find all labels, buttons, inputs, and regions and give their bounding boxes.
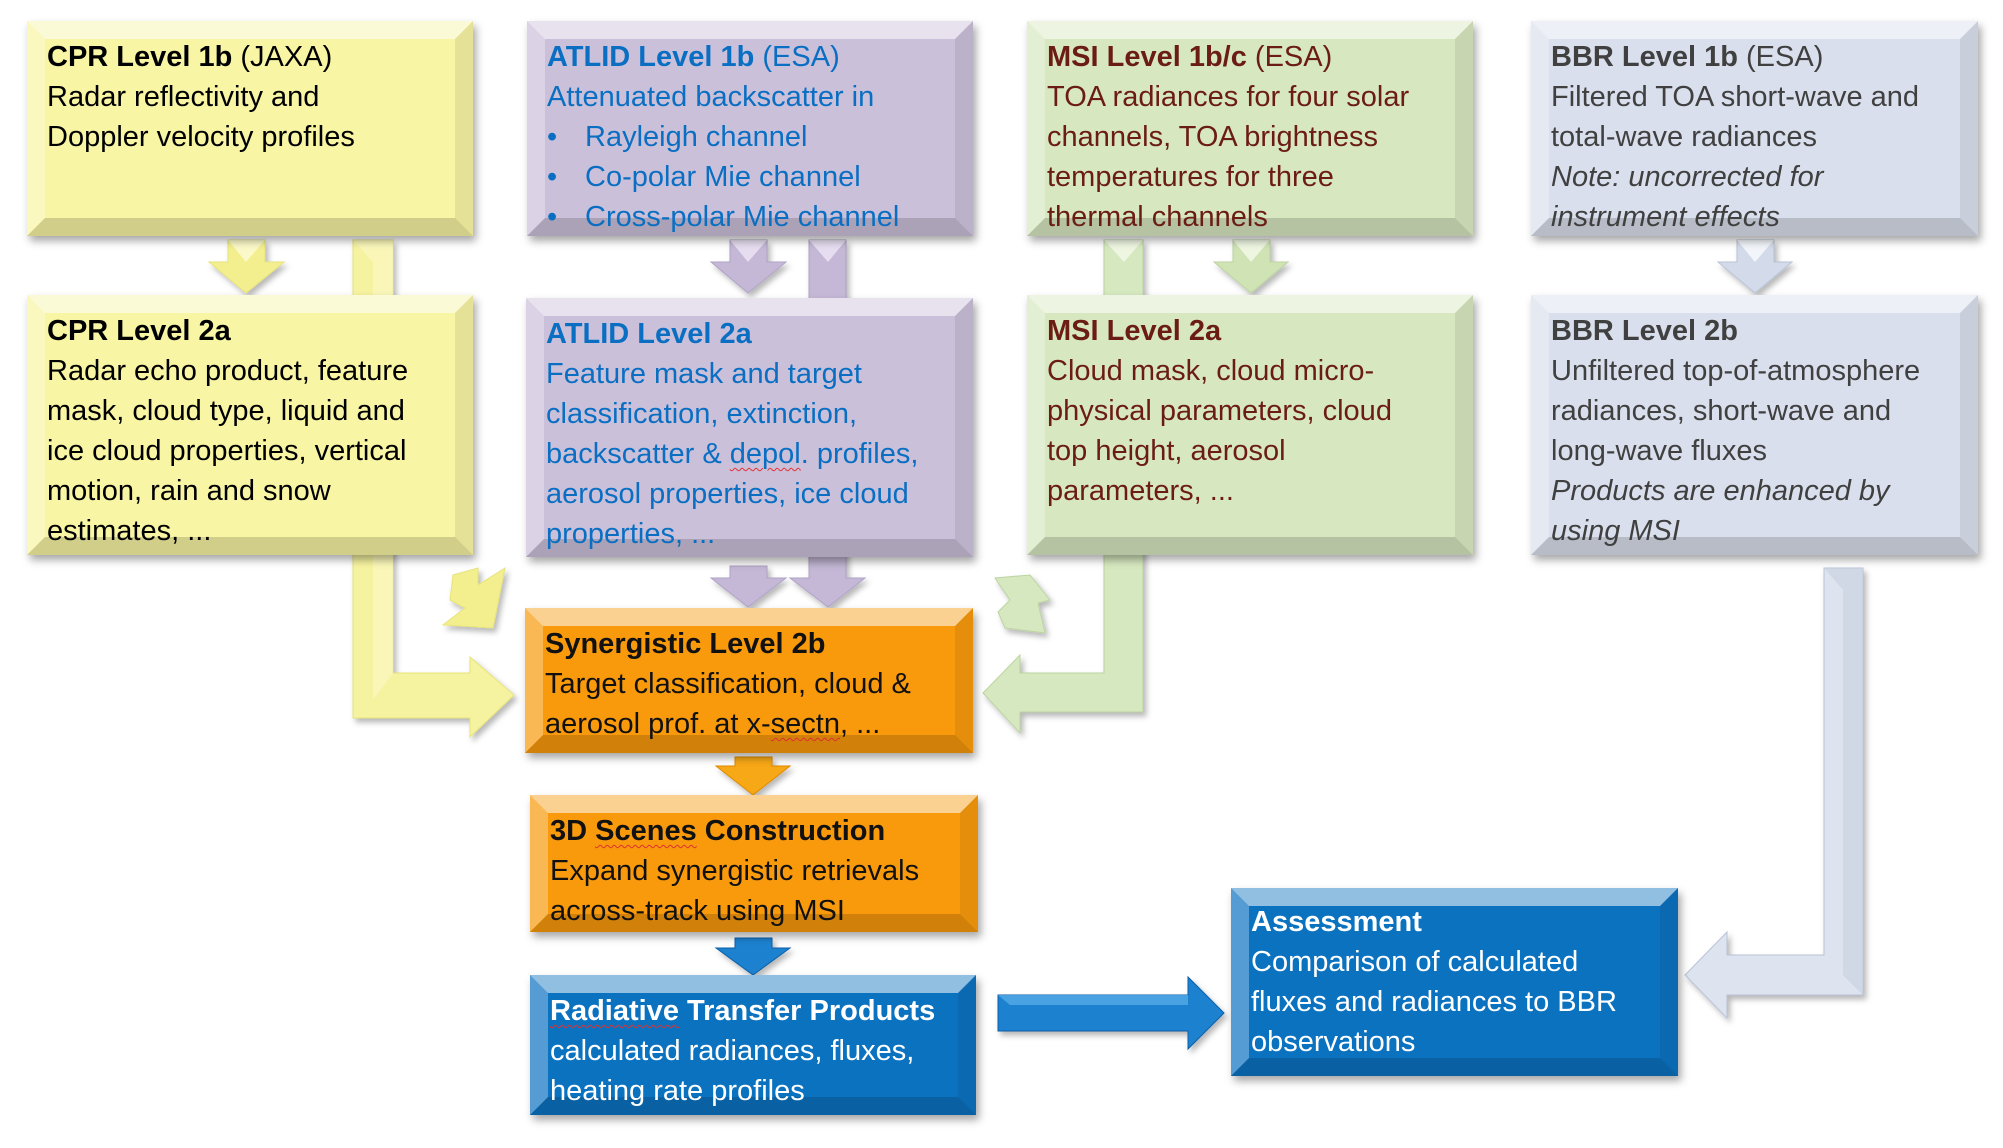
bbr-l1b-source: (ESA) — [1737, 41, 1824, 73]
arrow-msi-l1b-to-l2a — [1212, 239, 1290, 294]
msi-l1b-line: channels, TOA brightness — [1047, 121, 1379, 153]
atlid-channel-item: Co-polar Mie channel — [547, 157, 953, 197]
cpr-l1b-source: (JAXA) — [232, 41, 333, 73]
cpr-l2a-line: estimates, ... — [47, 515, 212, 547]
bbr-l2b-note: Products are enhanced by — [1551, 475, 1890, 507]
atlid-channel-item: Cross-polar Mie channel — [547, 197, 953, 236]
radiative-title-post: Transfer Products — [678, 995, 936, 1027]
radiative-line: calculated radiances, fluxes, — [550, 1035, 915, 1067]
msi-level-2a-box: MSI Level 2a Cloud mask, cloud micro- ph… — [1027, 295, 1473, 555]
arrow-bbr-to-assessment — [1684, 567, 1864, 1020]
bbr-l2b-line: Unfiltered top-of-atmosphere — [1551, 355, 1921, 387]
bbr-l1b-line: Filtered TOA short-wave and — [1551, 81, 1920, 113]
atlid-l2a-line: properties, ... — [546, 518, 716, 550]
bbr-l1b-title: BBR Level 1b — [1551, 41, 1738, 73]
atlid-l2a-line-pre: backscatter & — [546, 438, 730, 470]
msi-l2a-title: MSI Level 2a — [1047, 315, 1222, 347]
spellcheck-marked-word: sectn — [770, 708, 840, 740]
msi-l1b-line: temperatures for three — [1047, 161, 1334, 193]
cpr-l1b-line: Doppler velocity profiles — [47, 121, 355, 153]
synergistic-line-post: , ... — [839, 708, 881, 740]
atlid-channel-list: Rayleigh channel Co-polar Mie channel Cr… — [547, 117, 953, 236]
assessment-title: Assessment — [1251, 906, 1422, 938]
scenes3d-title-post: Construction — [696, 815, 886, 847]
bbr-l1b-line: total-wave radiances — [1551, 121, 1817, 153]
arrow-radiative-to-assessment — [997, 975, 1225, 1051]
msi-l1b-line: TOA radiances for four solar — [1047, 81, 1410, 113]
msi-l2a-line: top height, aerosol — [1047, 435, 1286, 467]
cpr-l2a-line: ice cloud properties, vertical — [47, 435, 407, 467]
msi-l1b-title: MSI Level 1b/c — [1047, 41, 1247, 73]
atlid-l1b-title: ATLID Level 1b — [547, 41, 755, 73]
atlid-l2a-line: classification, extinction, — [546, 398, 858, 430]
arrow-cpr-l1b-to-l2a — [207, 239, 286, 294]
msi-level-1bc-box: MSI Level 1b/c (ESA) TOA radiances for f… — [1027, 21, 1473, 236]
synergistic-title: Synergistic Level 2b — [545, 628, 826, 660]
scenes3d-title-pre: 3D — [550, 815, 596, 847]
bbr-level-1b-box: BBR Level 1b (ESA) Filtered TOA short-wa… — [1531, 21, 1978, 236]
cpr-l1b-line: Radar reflectivity and — [47, 81, 320, 113]
atlid-l1b-source: (ESA) — [754, 41, 840, 73]
assessment-line: observations — [1251, 1026, 1416, 1058]
arrow-atlid-l1b-to-l2a — [709, 239, 788, 294]
bbr-l2b-title: BBR Level 2b — [1551, 315, 1738, 347]
arrow-msi-l2a-diagonal — [994, 574, 1051, 634]
msi-l2a-line: Cloud mask, cloud micro- — [1047, 355, 1375, 387]
atlid-l2a-line: aerosol properties, ice cloud — [546, 478, 909, 510]
bbr-level-2b-box: BBR Level 2b Unfiltered top-of-atmospher… — [1531, 295, 1978, 555]
spellcheck-marked-word: depol — [729, 438, 801, 470]
arrow-atlid-l2a-to-synergistic — [709, 565, 788, 608]
synergistic-line-pre: aerosol prof. at x- — [545, 708, 771, 740]
bbr-l2b-note: using MSI — [1551, 515, 1680, 547]
synergistic-level-2b-box: Synergistic Level 2b Target classificati… — [525, 608, 973, 753]
cpr-l2a-line: motion, rain and snow — [47, 475, 331, 507]
bbr-l1b-note: Note: uncorrected for — [1551, 161, 1824, 193]
msi-l2a-line: physical parameters, cloud — [1047, 395, 1392, 427]
radiative-transfer-products-box: Radiative Transfer Products calculated r… — [530, 975, 976, 1115]
spellcheck-marked-word: Scenes — [595, 815, 697, 847]
atlid-l1b-line: Attenuated backscatter in — [547, 81, 875, 113]
cpr-l2a-line: mask, cloud type, liquid and — [47, 395, 405, 427]
bbr-l2b-line: long-wave fluxes — [1551, 435, 1767, 467]
arrow-3d-to-radiative — [714, 937, 792, 976]
atlid-level-2a-box: ATLID Level 2a Feature mask and target c… — [526, 298, 973, 557]
atlid-channel-item: Rayleigh channel — [547, 117, 953, 157]
atlid-l2a-line-post: . profiles, — [800, 438, 919, 470]
assessment-line: fluxes and radiances to BBR — [1251, 986, 1617, 1018]
cpr-l2a-title: CPR Level 2a — [47, 315, 231, 347]
cpr-l1b-title: CPR Level 1b — [47, 41, 233, 73]
arrow-bbr-l1b-to-l2b — [1716, 239, 1794, 294]
cpr-l2a-line: Radar echo product, feature — [47, 355, 409, 387]
msi-l2a-line: parameters, ... — [1047, 475, 1234, 507]
assessment-line: Comparison of calculated — [1251, 946, 1579, 978]
atlid-l2a-line: Feature mask and target — [546, 358, 862, 390]
3d-scenes-construction-box: 3D Scenes Construction Expand synergisti… — [530, 795, 978, 932]
atlid-level-1b-box: ATLID Level 1b (ESA) Attenuated backscat… — [527, 21, 973, 236]
spellcheck-marked-word: Radiative — [550, 995, 679, 1027]
arrow-cpr-l2a-diagonal — [441, 566, 506, 629]
cpr-level-2a-box: CPR Level 2a Radar echo product, feature… — [27, 295, 473, 555]
atlid-l2a-title: ATLID Level 2a — [546, 318, 752, 350]
synergistic-line: Target classification, cloud & — [545, 668, 911, 700]
msi-l1b-line: thermal channels — [1047, 201, 1268, 233]
bbr-l2b-line: radiances, short-wave and — [1551, 395, 1892, 427]
arrow-synergistic-to-3d — [714, 756, 792, 796]
bbr-l1b-note: instrument effects — [1551, 201, 1780, 233]
cpr-level-1b-box: CPR Level 1b (JAXA) Radar reflectivity a… — [27, 21, 473, 236]
scenes3d-line: Expand synergistic retrievals — [550, 855, 920, 887]
assessment-box: Assessment Comparison of calculated flux… — [1231, 888, 1678, 1076]
scenes3d-line: across-track using MSI — [550, 895, 845, 927]
msi-l1b-source: (ESA) — [1246, 41, 1333, 73]
radiative-line: heating rate profiles — [550, 1075, 805, 1107]
